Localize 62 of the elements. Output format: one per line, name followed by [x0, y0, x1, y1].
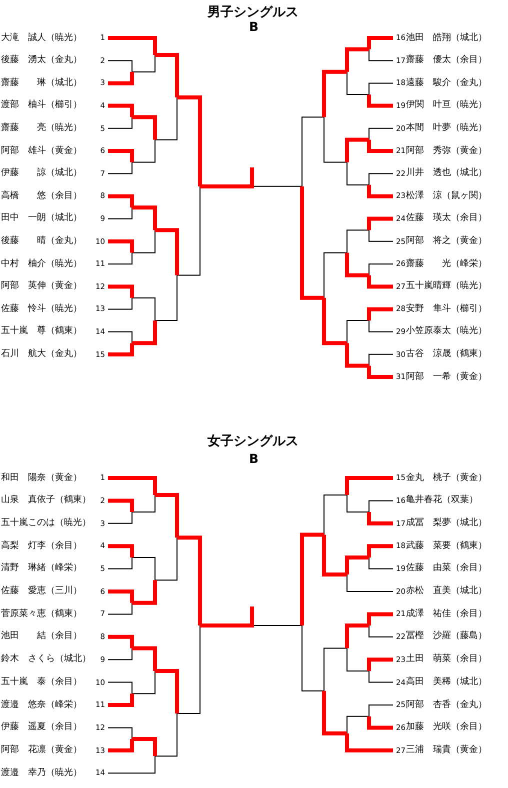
player-name: 冨樫 沙羅（藤島） — [406, 632, 487, 642]
player-name: 高梨 灯李（余目） — [1, 542, 82, 551]
player-name: 齋藤 光（峰栄） — [406, 260, 487, 268]
player-name: 齋藤 琳（城北） — [1, 78, 82, 88]
player-name: 金丸 桃子（黄金） — [406, 474, 487, 482]
player-name: 五十嵐このは（暁光） — [1, 518, 91, 528]
player-name: 阿部 杏香（金丸） — [406, 700, 487, 710]
group-letter: B — [249, 20, 259, 34]
player-name: 遠藤 駿介（金丸） — [406, 78, 487, 88]
player-name: 阿部 秀弥（黄金） — [406, 146, 487, 156]
player-name: 中村 柚介（暁光） — [1, 260, 82, 268]
player-name: 川井 透也（城北） — [406, 169, 487, 178]
player-name: 三浦 瑞貴（黄金） — [406, 746, 487, 755]
player-name: 石川 航大（金丸） — [1, 350, 82, 359]
group-letter: B — [249, 452, 259, 466]
player-name: 佐藤 怜斗（暁光） — [1, 304, 82, 314]
player-name: 赤松 直美（城北） — [406, 587, 487, 596]
player-name: 渡邉 幸乃（暁光） — [1, 768, 82, 778]
player-name: 渡部 柚斗（櫛引） — [1, 101, 82, 110]
player-name: 五十嵐 泰（余目） — [1, 678, 82, 687]
player-name: 古谷 涼晟（鶴東） — [406, 350, 487, 359]
player-name: 阿部 一希（黄金） — [406, 372, 487, 382]
player-name: 高田 美稀（城北） — [406, 678, 487, 687]
section-heading: 男子シングルス — [208, 6, 298, 18]
player-name: 伊藤 遥夏（余目） — [1, 723, 82, 732]
player-name: 池田 皓翔（城北） — [406, 34, 487, 42]
player-name: 池田 結（余目） — [1, 632, 82, 642]
player-name: 安野 隼斗（櫛引） — [406, 304, 487, 314]
player-name: 成冨 梨夢（城北） — [406, 518, 487, 528]
player-name: 齋藤 亮（暁光） — [1, 124, 82, 133]
player-name: 佐藤 愛恵（三川） — [1, 587, 82, 596]
player-name: 五十嵐晴輝（暁光） — [406, 282, 487, 292]
player-name: 伊関 叶亘（暁光） — [406, 101, 487, 110]
player-name: 齋藤 優太（余目） — [406, 56, 487, 66]
player-name: 佐藤 瑛太（余目） — [406, 214, 487, 224]
section-heading: 女子シングルス — [208, 434, 298, 448]
player-name: 阿部 将之（黄金） — [406, 236, 487, 246]
player-name: 佐藤 由菜（余目） — [406, 564, 487, 574]
player-name: 武藤 菜要（鶴東） — [406, 542, 487, 551]
player-name: 阿部 雄斗（黄金） — [1, 146, 82, 156]
player-name: 松澤 涼（鼠ヶ関） — [406, 192, 487, 201]
player-name: 渡邉 悠奈（峰栄） — [1, 700, 82, 710]
player-name: 田中 一朗（城北） — [1, 214, 82, 224]
player-name: 加藤 光咲（余目） — [406, 723, 487, 732]
player-name: 和田 陽奈（黄金） — [1, 474, 82, 482]
player-name: 清野 琳緒（峰栄） — [1, 564, 82, 574]
player-name: 大滝 誠人（暁光） — [1, 34, 82, 42]
player-name: 後藤 湧太（金丸） — [1, 56, 82, 66]
player-name: 小笠原泰太（暁光） — [406, 327, 487, 336]
player-name: 本間 叶夢（暁光） — [406, 124, 487, 133]
player-name: 阿部 花凛（黄金） — [1, 746, 82, 755]
player-name: 土田 萌菜（余目） — [406, 655, 487, 664]
player-name: 鈴木 さくら（城北） — [1, 655, 91, 664]
player-name: 阿部 英伸（黄金） — [1, 282, 82, 292]
player-name: 伊藤 諒（城北） — [1, 169, 82, 178]
player-name: 亀井春花（双葉） — [406, 496, 478, 506]
player-name: 成澤 祐佳（余目） — [406, 610, 487, 619]
player-name: 菅原菜々恵（鶴東） — [1, 610, 82, 619]
player-name: 後藤 晴（金丸） — [1, 236, 82, 246]
player-name: 五十嵐 尊（鶴東） — [1, 327, 82, 336]
player-name: 高橋 悠（余目） — [1, 192, 82, 201]
player-name: 山泉 真依子（鶴東） — [1, 496, 91, 506]
